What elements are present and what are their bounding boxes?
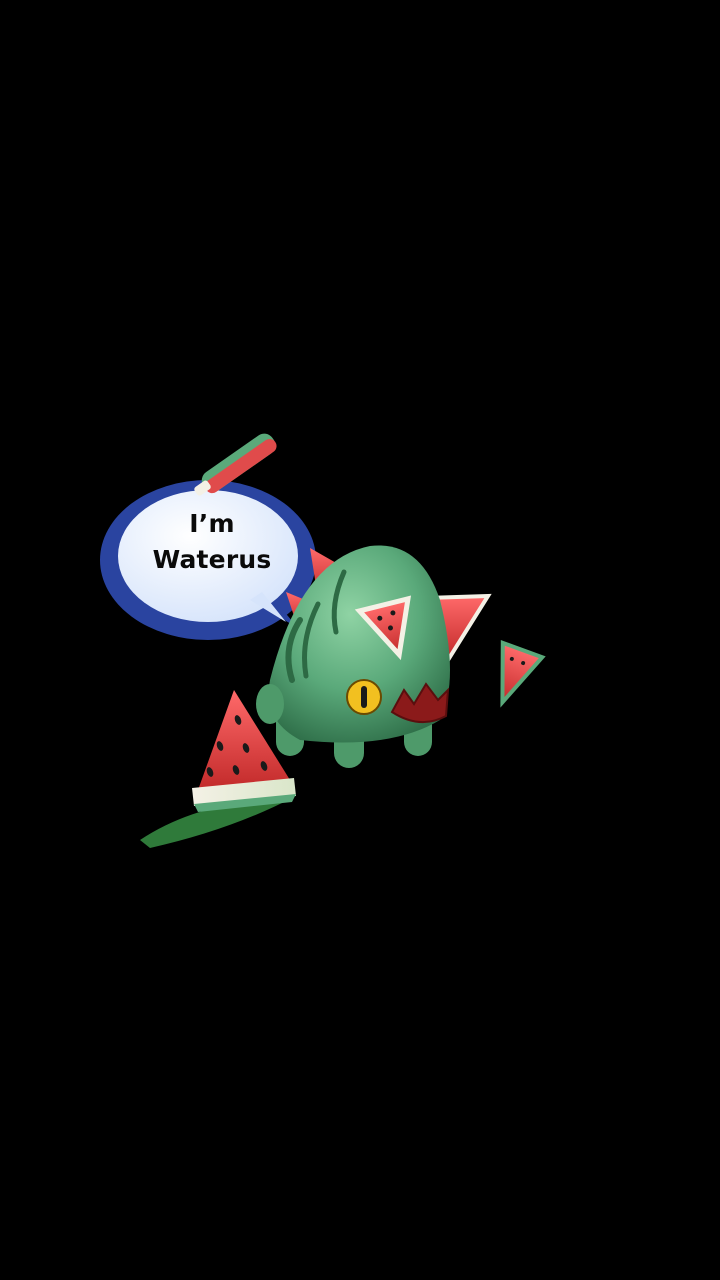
watermelon-slice-icon (192, 690, 296, 812)
watermelon-dino-icon (256, 545, 492, 768)
popsicle-icon (194, 433, 277, 496)
speech-text: I’m Waterus (126, 506, 298, 578)
small-watermelon-slice-icon (500, 639, 546, 708)
speech-line-1: I’m (189, 509, 235, 538)
ground-shadow (140, 798, 292, 848)
speech-bubble (100, 480, 316, 640)
eye-icon (346, 679, 382, 715)
speech-line-2: Waterus (152, 545, 272, 574)
